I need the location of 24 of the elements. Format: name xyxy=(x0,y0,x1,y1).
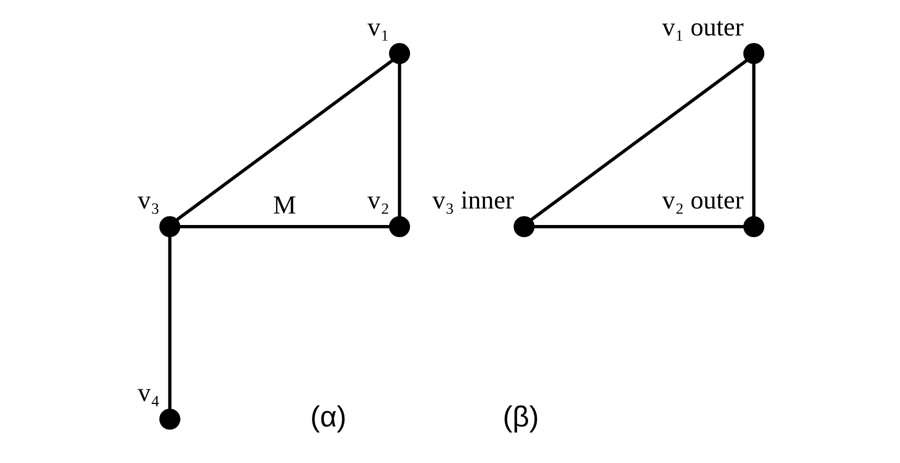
connector xyxy=(533,225,744,228)
label: (β) xyxy=(502,401,538,434)
node-circle xyxy=(388,216,410,238)
node-label: v₃ xyxy=(137,186,160,215)
node-circle xyxy=(158,408,180,430)
node-label: v₁ outer xyxy=(662,12,744,42)
connector xyxy=(168,236,171,410)
label: (α) xyxy=(310,401,346,434)
connector xyxy=(397,63,401,217)
edge-label: M xyxy=(272,190,296,220)
node-label: v₂ outer xyxy=(662,186,744,215)
connector xyxy=(175,59,393,222)
node-circle xyxy=(742,216,764,238)
connector xyxy=(530,59,748,222)
node-label: v₂ xyxy=(367,186,389,215)
connector xyxy=(179,225,389,228)
node-label: v₃ inner xyxy=(432,186,514,215)
node-circle xyxy=(742,43,764,64)
node-label: v₄ xyxy=(137,378,160,408)
node-circle xyxy=(513,216,534,238)
node-circle xyxy=(158,216,180,238)
node-circle xyxy=(388,43,410,64)
connector xyxy=(752,63,755,217)
node-label: v₁ xyxy=(367,12,389,42)
